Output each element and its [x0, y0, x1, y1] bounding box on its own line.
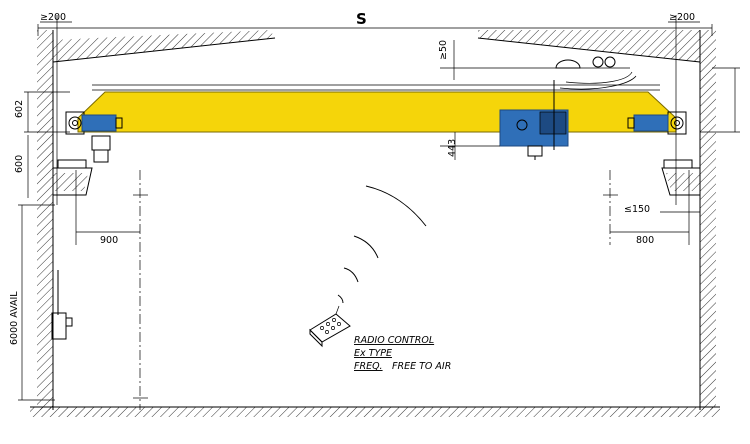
right-clearance-label: ≥200 — [669, 12, 695, 23]
runway-supports — [52, 159, 701, 196]
hook-offset-label: 443 — [447, 139, 458, 157]
labels: S ≥200 ≥200 ≥50 602 600 443 6000 AVAIL 9… — [9, 10, 695, 372]
right-wall — [700, 30, 716, 410]
roof-left — [53, 30, 275, 62]
floor — [30, 407, 720, 417]
remote-note-line2: Ex TYPE — [354, 348, 392, 359]
end-carriage-left — [65, 111, 123, 163]
hoist-trolley — [499, 56, 637, 160]
span-label: S — [356, 10, 367, 28]
remote-note-line3-value: FREE TO AIR — [392, 361, 451, 372]
girder-body — [77, 91, 677, 133]
rail-height-label: 600 — [14, 155, 25, 173]
hook-block — [527, 145, 543, 157]
hoist-motor — [539, 111, 567, 135]
left-approach-label: 900 — [100, 235, 118, 246]
right-approach-label: 800 — [636, 235, 654, 246]
remote-note-line1: RADIO CONTROL — [354, 335, 434, 346]
wall-pendant-switch — [51, 270, 73, 340]
left-drive-motor — [81, 114, 117, 132]
end-carriage-right — [627, 111, 687, 135]
remote-note-line3-label: FREQ. — [354, 361, 383, 372]
end-clearance-label: ≤150 — [624, 204, 650, 215]
building-walls — [30, 30, 720, 417]
radio-remote-control — [309, 305, 351, 348]
right-drive-motor — [633, 114, 669, 132]
top-clearance-label: ≥50 — [438, 40, 449, 60]
dimension-lines — [18, 21, 740, 401]
left-wall — [37, 30, 53, 410]
beam-height-label: 602 — [14, 100, 25, 118]
radio-waves — [337, 185, 427, 304]
roof-right — [478, 30, 700, 62]
bridge-girder — [77, 84, 677, 133]
runway-height-label: 6000 AVAIL — [9, 291, 20, 345]
left-clearance-label: ≥200 — [40, 12, 66, 23]
centerlines — [56, 15, 690, 410]
